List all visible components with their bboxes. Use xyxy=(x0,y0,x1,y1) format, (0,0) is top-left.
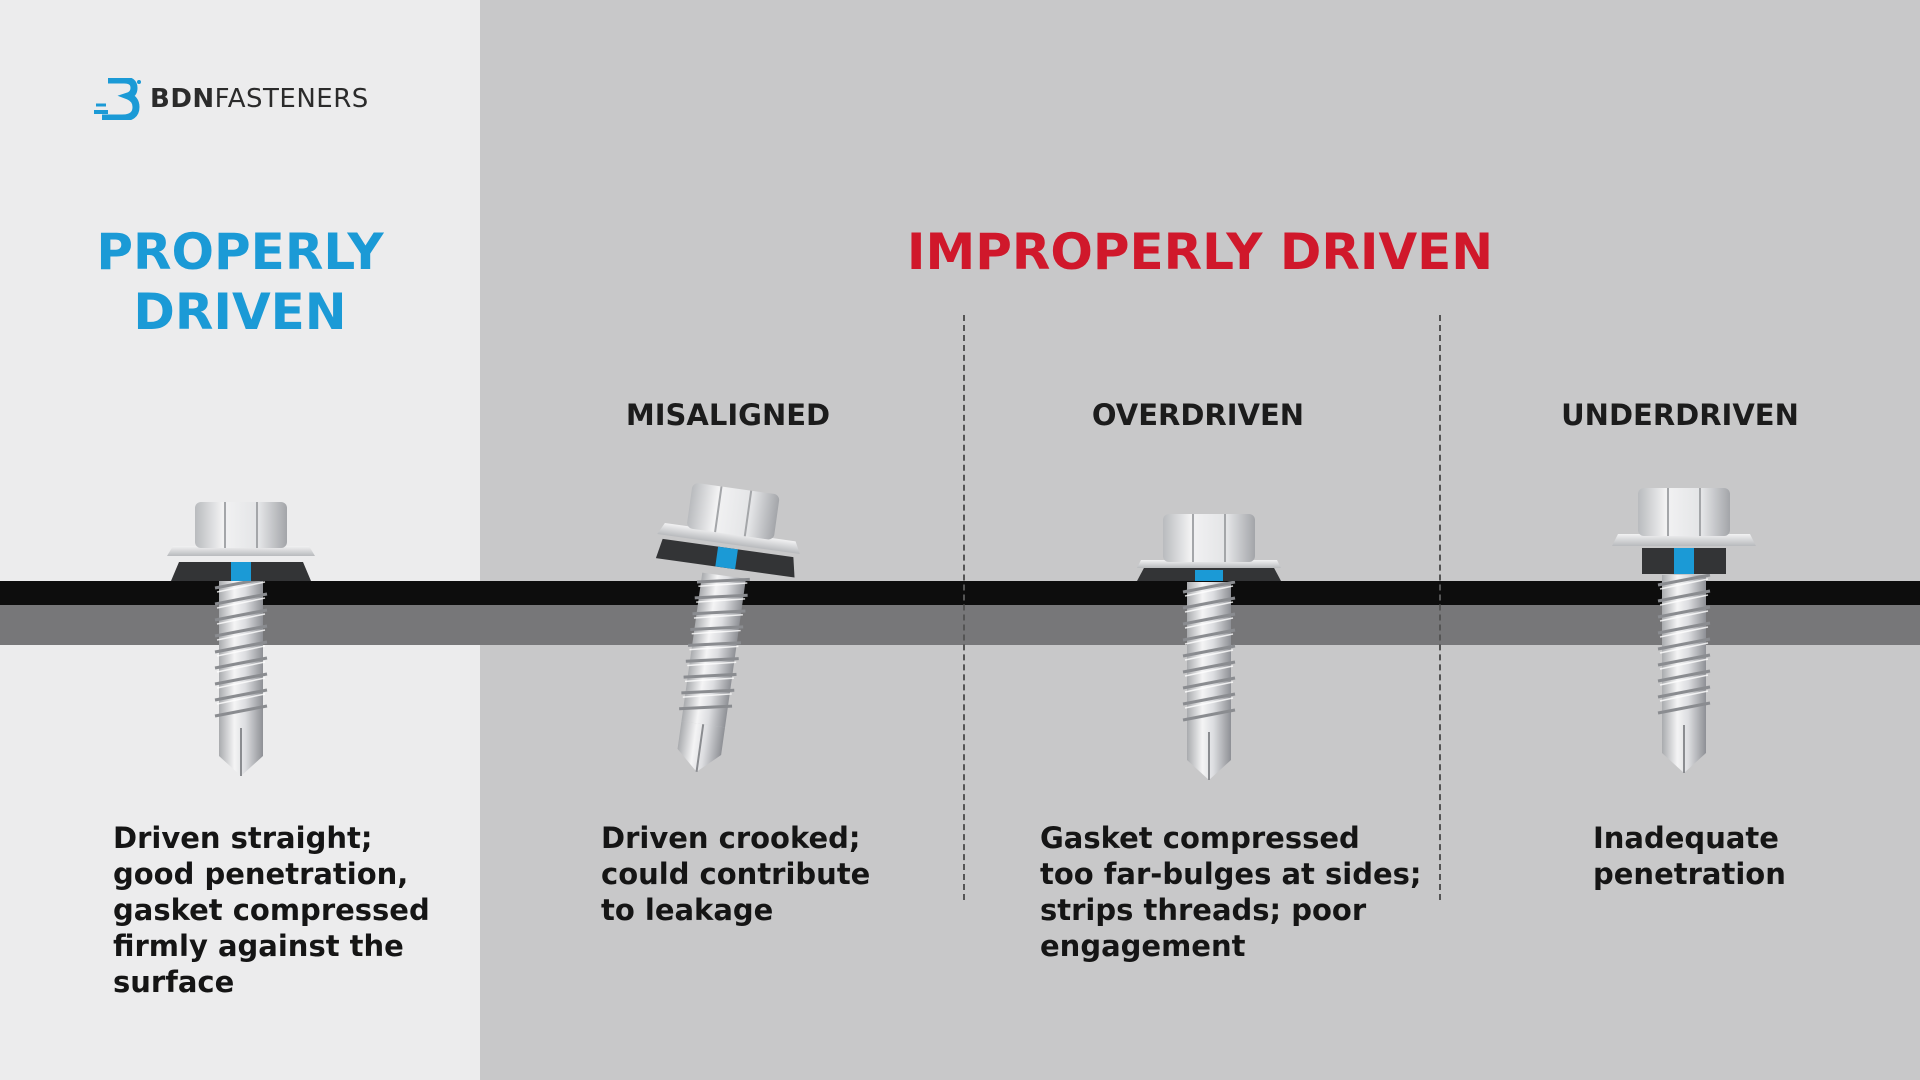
overdriven-screw-icon xyxy=(1137,514,1281,782)
divider-2 xyxy=(1439,315,1441,900)
properly-description: Driven straight; good penetration, gaske… xyxy=(113,821,430,999)
properly-driven-heading: PROPERLY DRIVEN xyxy=(96,223,384,341)
brand-name: BDNFASTENERS xyxy=(150,84,369,114)
divider-1 xyxy=(963,315,965,900)
bottom-sheet xyxy=(0,605,1920,645)
misaligned-description: Driven crooked; could contribute to leak… xyxy=(601,821,871,927)
label-underdriven: UNDERDRIVEN xyxy=(1561,398,1799,432)
label-misaligned: MISALIGNED xyxy=(625,398,831,432)
label-overdriven: OVERDRIVEN xyxy=(1091,398,1305,432)
misaligned-screw-icon xyxy=(655,483,800,777)
overdriven-description: Gasket compressed too far-bulges at side… xyxy=(1040,821,1422,963)
underdriven-screw-icon xyxy=(1612,488,1756,775)
bdn-logo-icon xyxy=(94,78,141,120)
proper-screw-icon xyxy=(167,502,315,778)
underdriven-description: Inadequate penetration xyxy=(1593,821,1786,891)
brand-logo: BDNFASTENERS xyxy=(94,78,369,120)
top-sheet xyxy=(0,581,1920,605)
improperly-driven-heading: IMPROPERLY DRIVEN xyxy=(906,223,1494,281)
